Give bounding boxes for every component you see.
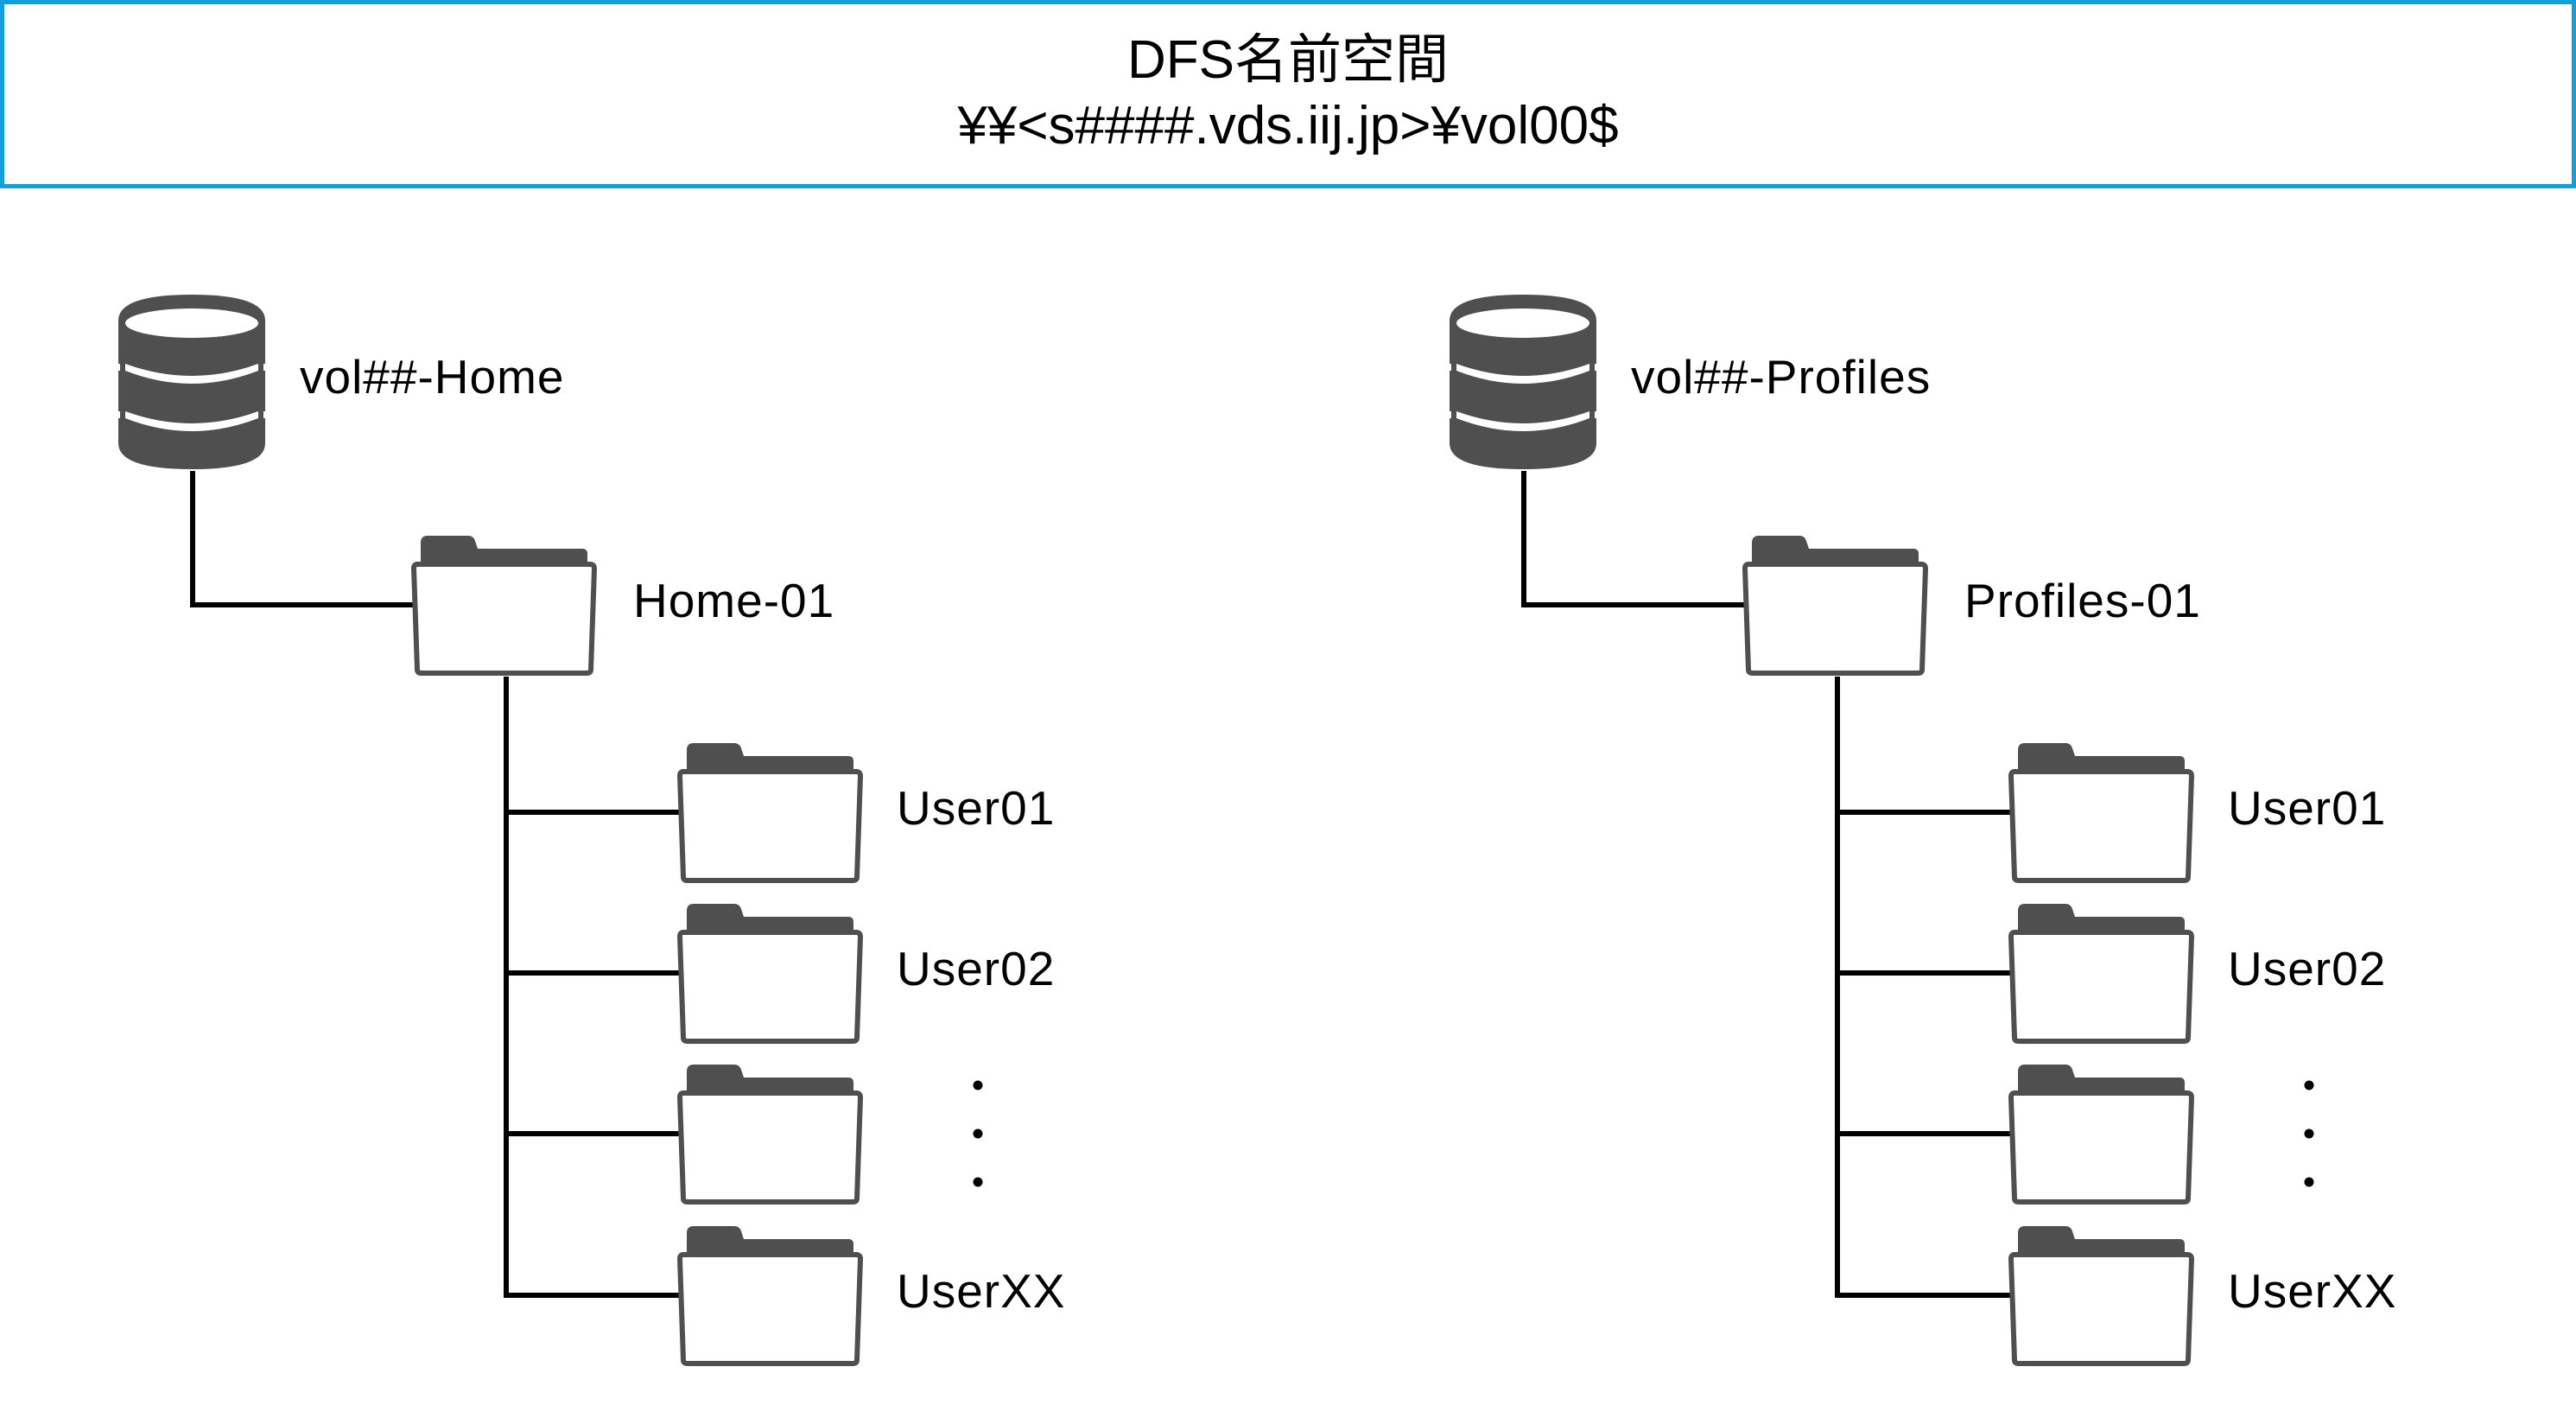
tree-1-user-folder-label: User01 xyxy=(2228,781,2387,835)
tree-0-ellipsis-dot xyxy=(973,1080,983,1090)
tree-0-user-folder-label: User02 xyxy=(897,942,1056,995)
tree-0-database-icon xyxy=(117,295,267,469)
tree-0-volume-label: vol##-Home xyxy=(300,350,565,404)
tree-0-user-folder-icon[interactable] xyxy=(677,904,863,1044)
tree-0-user-folder-label: User01 xyxy=(897,781,1056,835)
tree-1-user-folder-icon[interactable] xyxy=(2008,1226,2194,1366)
tree-1-ellipsis-dot xyxy=(2304,1080,2314,1090)
namespace-path: ¥¥<s####.vds.iij.jp>¥vol00$ xyxy=(957,96,1619,156)
tree-1-database-icon xyxy=(1448,295,1598,469)
tree-1-user-folder-icon[interactable] xyxy=(2008,743,2194,883)
tree-1-user-folder-label: User02 xyxy=(2228,942,2387,995)
tree-0-share-label: Home-01 xyxy=(633,574,835,627)
namespace-title: DFS名前空間 xyxy=(1126,30,1449,90)
tree-1-ellipsis-dot xyxy=(2304,1177,2314,1187)
tree-1-user-folder-icon[interactable] xyxy=(2008,904,2194,1044)
tree-1-user-folder-label: UserXX xyxy=(2228,1264,2397,1318)
tree-0-ellipsis-dot xyxy=(973,1177,983,1187)
dfs-namespace-box: DFS名前空間 ¥¥<s####.vds.iij.jp>¥vol00$ xyxy=(0,0,2576,188)
tree-0-user-folder-label: UserXX xyxy=(897,1264,1066,1318)
tree-0-user-folder-icon[interactable] xyxy=(677,743,863,883)
tree-1-ellipsis-dot xyxy=(2304,1128,2314,1139)
tree-0-user-folder-icon[interactable] xyxy=(677,1226,863,1366)
tree-1-user-folder-icon[interactable] xyxy=(2008,1065,2194,1205)
tree-0-share-folder-icon[interactable] xyxy=(411,536,597,676)
tree-0-ellipsis-dot xyxy=(973,1128,983,1139)
tree-1-share-label: Profiles-01 xyxy=(1964,574,2201,627)
tree-0-user-folder-icon[interactable] xyxy=(677,1065,863,1205)
tree-1-volume-label: vol##-Profiles xyxy=(1631,350,1932,404)
tree-1-share-folder-icon[interactable] xyxy=(1742,536,1928,676)
